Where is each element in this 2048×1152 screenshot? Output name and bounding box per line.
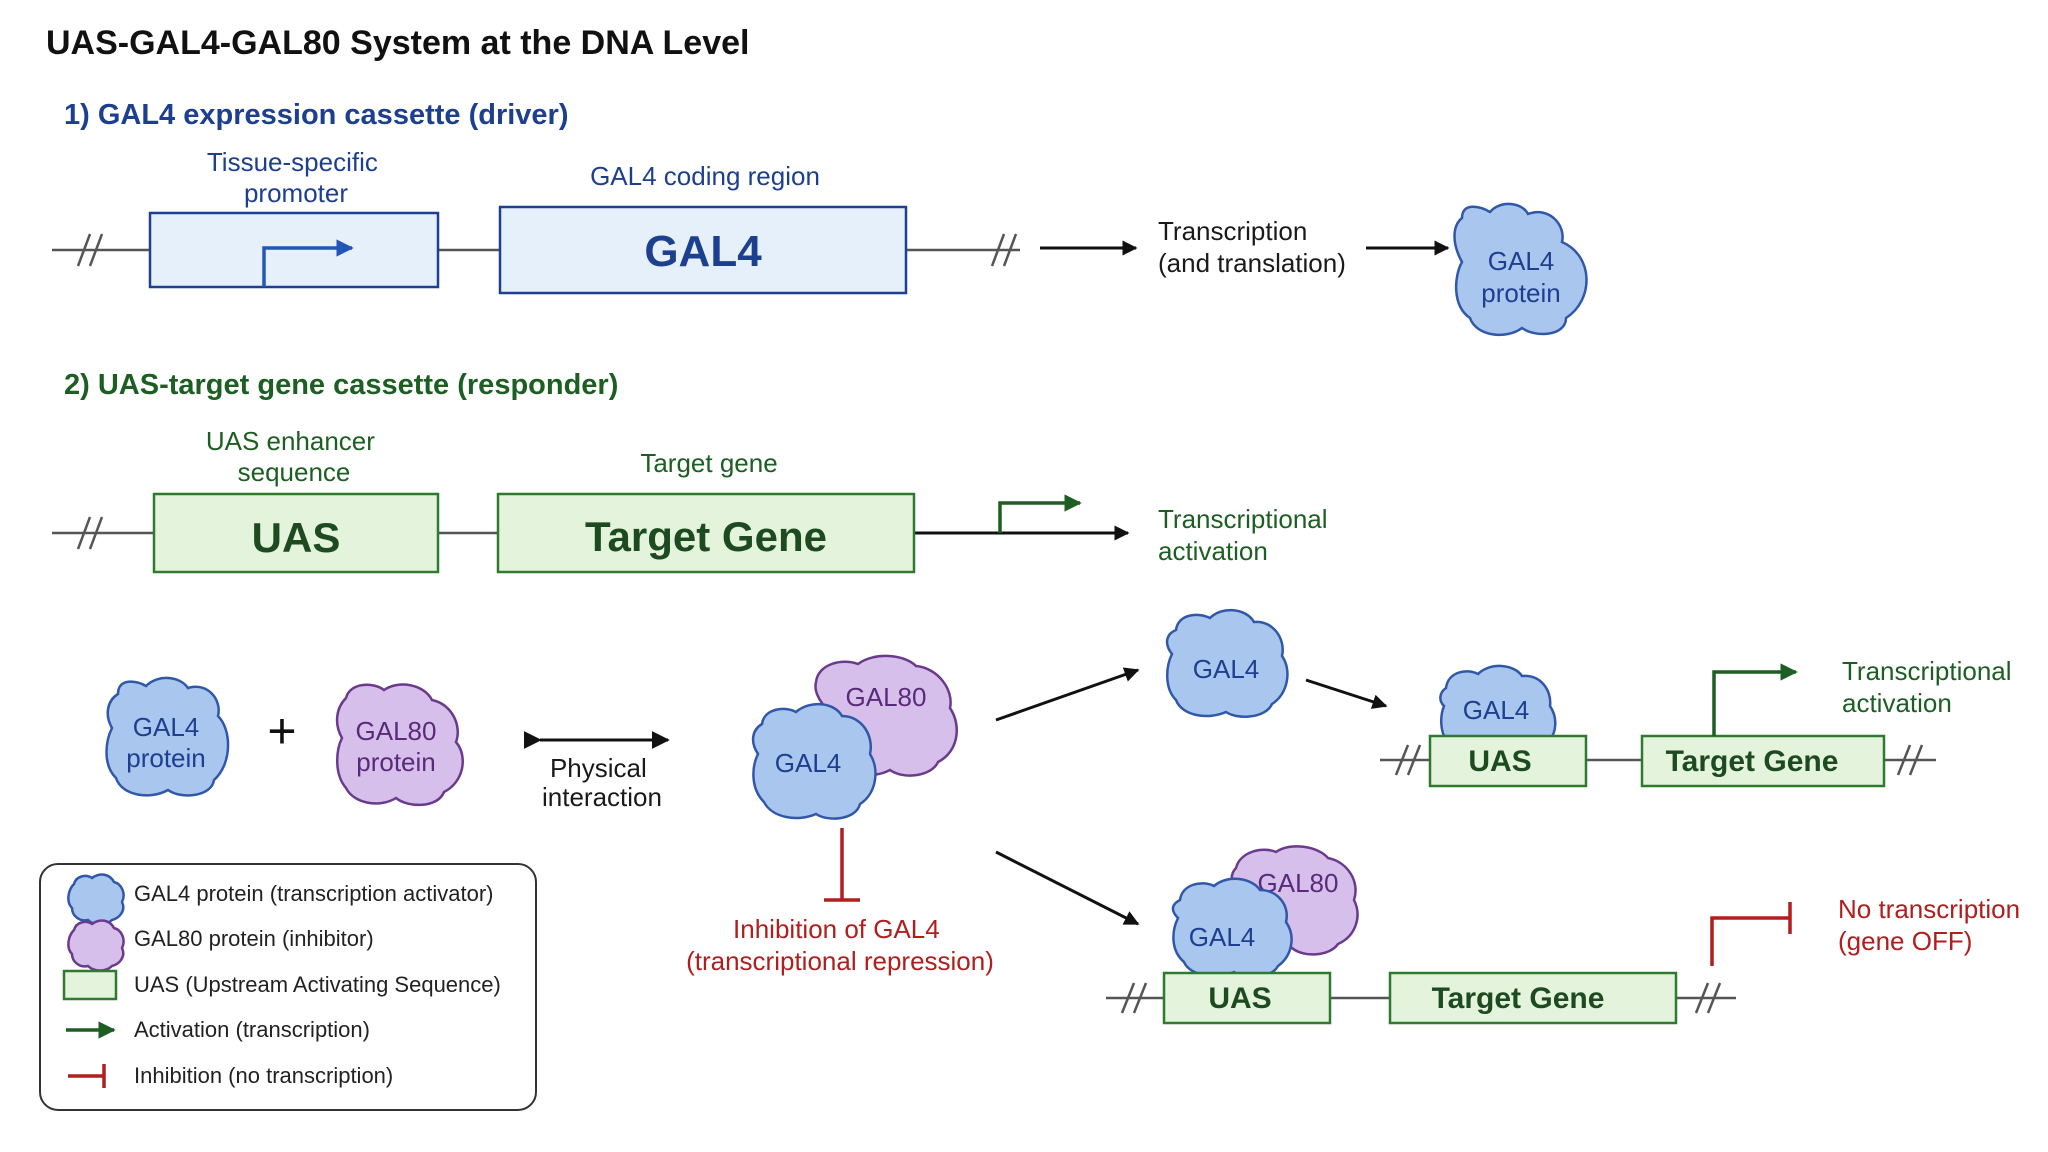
inhibition-bar-icon: [824, 828, 860, 902]
responder-cassette: UAS Target Gene: [52, 492, 1130, 574]
active-transcription-arrow-icon: [1712, 663, 1798, 736]
free-gal4-protein: GAL4: [1165, 609, 1289, 718]
gal4-gal80-complex: GAL80 GAL4: [751, 654, 958, 820]
plus-sign: +: [267, 703, 296, 759]
inhibition-bar-icon: [68, 1064, 106, 1088]
active-target-gene-box: [1640, 734, 1886, 788]
promoter-label: Tissue-specific promoter: [207, 147, 385, 208]
gal4-coding-box: [498, 205, 908, 295]
active-cassette: GAL4 UAS Target Gene: [1380, 663, 1936, 788]
responder-activation-label: Transcriptional activation: [1158, 504, 1335, 566]
svg-text:Target Gene: Target Gene: [1666, 745, 1839, 778]
repressed-cassette: GAL80 GAL4 UAS Target Gene: [1106, 845, 1792, 1025]
active-uas-box: [1428, 734, 1588, 788]
legend-item-uas: UAS (Upstream Activating Sequence): [134, 972, 501, 997]
coding-region-label: GAL4 coding region: [590, 161, 820, 191]
svg-text:GAL4: GAL4: [1463, 695, 1530, 725]
svg-text:protein: protein: [126, 743, 206, 773]
uas-box: [152, 492, 440, 574]
bound-gal4-blob: [1439, 664, 1557, 742]
gal80-protein-free: GAL80 protein: [335, 683, 464, 806]
promoter-box: [148, 211, 440, 289]
gal4-blob-icon: [67, 873, 125, 926]
target-gene-box: [496, 492, 916, 574]
svg-text:UAS: UAS: [252, 514, 341, 561]
uas-box-icon: [62, 969, 118, 1001]
section2-heading: 2) UAS-target gene cassette (responder): [64, 369, 618, 401]
legend: GAL4 protein (transcription activator) G…: [39, 863, 537, 1111]
target-gene-label: Target gene: [640, 448, 777, 478]
svg-text:protein: protein: [1481, 278, 1561, 308]
physical-interaction-label: Physical interaction: [542, 753, 662, 812]
legend-item-gal4: GAL4 protein (transcription activator): [134, 881, 494, 906]
transcription-start-arrow-icon: [998, 494, 1082, 533]
active-transcription-label: Transcriptional activation: [1842, 656, 2019, 718]
svg-text:GAL4: GAL4: [775, 748, 842, 778]
transcription-label: Transcription (and translation): [1158, 216, 1346, 278]
svg-text:UAS: UAS: [1208, 982, 1271, 1015]
gal4-protein-free: GAL4 protein: [105, 676, 230, 797]
gal4-protein-product: GAL4 protein: [1453, 202, 1588, 336]
svg-text:protein: protein: [356, 747, 436, 777]
repressed-uas-box: [1162, 971, 1332, 1025]
section1-heading: 1) GAL4 expression cassette (driver): [64, 99, 568, 131]
svg-text:Target Gene: Target Gene: [585, 513, 827, 560]
legend-item-inhibition: Inhibition (no transcription): [134, 1063, 393, 1088]
inhibition-label: Inhibition of GAL4 (transcriptional repr…: [686, 914, 994, 976]
legend-item-gal80: GAL80 protein (inhibitor): [134, 926, 374, 951]
arrow-to-repressed: [995, 850, 1140, 926]
arrow-to-free-gal4: [995, 667, 1140, 722]
svg-text:Target Gene: Target Gene: [1432, 982, 1605, 1015]
svg-text:GAL4: GAL4: [1193, 654, 1260, 684]
arrow-to-binding: [1305, 678, 1388, 709]
repressed-target-gene-box: [1388, 971, 1678, 1025]
gal80-blob-icon: [67, 919, 125, 972]
svg-text:GAL80: GAL80: [846, 682, 927, 712]
svg-text:GAL4: GAL4: [133, 712, 200, 742]
svg-text:GAL4: GAL4: [1189, 922, 1256, 952]
gal4-gene-label: GAL4: [644, 227, 762, 276]
uas-enhancer-label: UAS enhancer sequence: [206, 426, 382, 487]
svg-text:GAL4: GAL4: [1488, 246, 1555, 276]
no-transcription-label: No transcription (gene OFF): [1838, 894, 2027, 956]
promoter-arrow-icon: [262, 239, 354, 287]
blocked-transcription-icon: [1710, 902, 1792, 966]
svg-text:UAS: UAS: [1468, 745, 1531, 778]
legend-frame: [39, 863, 537, 1111]
svg-text:GAL80: GAL80: [356, 716, 437, 746]
legend-item-activation: Activation (transcription): [134, 1017, 370, 1042]
driver-cassette: GAL4: [52, 205, 1020, 295]
repressed-gal4-blob: [1171, 877, 1293, 979]
page-title: UAS-GAL4-GAL80 System at the DNA Level: [46, 24, 749, 62]
